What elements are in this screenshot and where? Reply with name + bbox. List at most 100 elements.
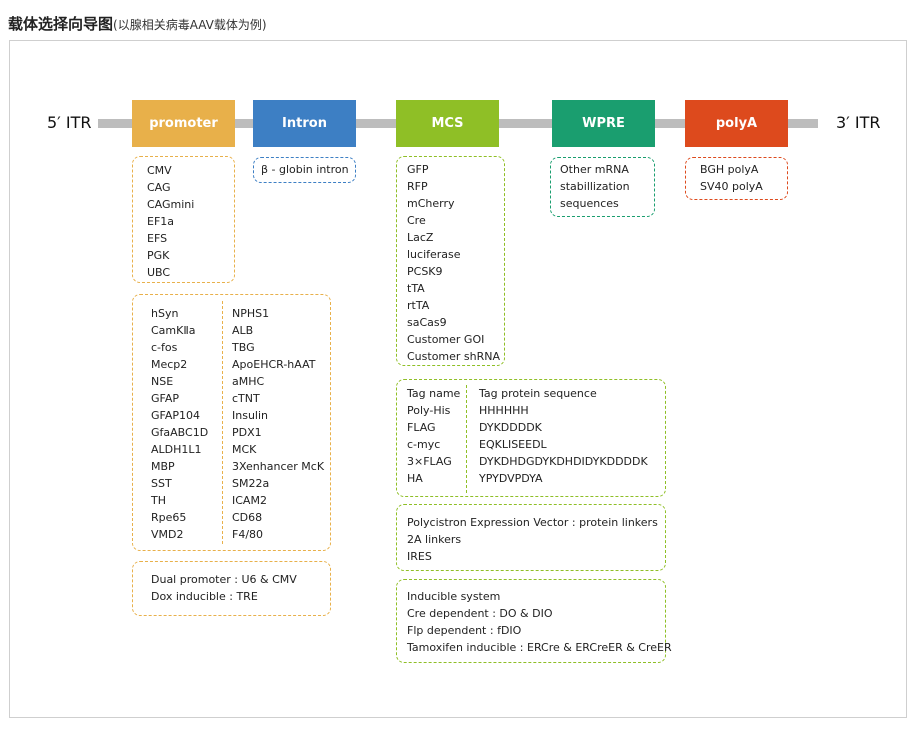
table-cell: YPYDVPDYA — [479, 472, 543, 485]
mcs-genes-box: GFP RFP mCherry Cre LacZ luciferase PCSK… — [396, 156, 505, 366]
list-item: CamKⅡa — [151, 324, 196, 337]
list-item: F4/80 — [232, 528, 264, 541]
element-promoter: promoter — [132, 100, 235, 147]
list-item: 3Xenhancer McK — [232, 460, 325, 473]
list-item: EFS — [147, 232, 168, 245]
element-wpre: WPRE — [552, 100, 655, 147]
polycistron-box: Polycistron Expression Vector : protein … — [396, 504, 666, 571]
list-item: c-fos — [151, 341, 178, 354]
list-item: LacZ — [407, 231, 434, 244]
list-item: Dox inducible : TRE — [151, 590, 258, 603]
list-item: NPHS1 — [232, 307, 270, 320]
list-item: aMHC — [232, 375, 265, 388]
list-item: SST — [151, 477, 172, 490]
polya-box: BGH polyA SV40 polyA — [685, 157, 788, 200]
list-item: saCas9 — [407, 316, 447, 329]
list-item: NSE — [151, 375, 174, 388]
inducible-box: Inducible system Cre dependent : DO & DI… — [396, 579, 672, 663]
list-item: mCherry — [407, 197, 455, 210]
tag-sequence-column: Tag protein sequence HHHHHH DYKDDDDK EQK… — [479, 385, 648, 487]
list-item: MBP — [151, 460, 175, 473]
list-item: CAG — [147, 181, 171, 194]
diagram-frame — [9, 40, 907, 718]
table-cell: HA — [407, 472, 423, 485]
itr-3-label: 3′ ITR — [836, 113, 881, 132]
table-header: Tag protein sequence — [479, 387, 597, 400]
table-cell: DYKDHDGDYKDHDIDYKDDDDK — [479, 455, 648, 468]
list-item: ApoEHCR-hAAT — [232, 358, 316, 371]
list-item: β - globin intron — [261, 163, 349, 176]
list-item: Mecp2 — [151, 358, 188, 371]
list-item: cTNT — [232, 392, 260, 405]
list-item: sequences — [560, 197, 619, 210]
table-cell: HHHHHH — [479, 404, 529, 417]
list-item: hSyn — [151, 307, 179, 320]
list-item: Dual promoter : U6 & CMV — [151, 573, 297, 586]
table-cell: EQKLISEEDL — [479, 438, 547, 451]
element-mcs: MCS — [396, 100, 499, 147]
list-item: tTA — [407, 282, 425, 295]
page-title: 载体选择向导图(以腺相关病毒AAV载体为例) — [8, 14, 267, 35]
page-title-main: 载体选择向导图 — [8, 15, 114, 33]
list-item: CAGmini — [147, 198, 195, 211]
promoter-specific-box: hSyn CamKⅡa c-fos Mecp2 NSE GFAP GFAP104… — [132, 294, 331, 551]
list-item: UBC — [147, 266, 171, 279]
list-item: Insulin — [232, 409, 269, 422]
list-item: Polycistron Expression Vector : protein … — [407, 516, 658, 529]
list-item: VMD2 — [151, 528, 184, 541]
promoter-specific-left-column: hSyn CamKⅡa c-fos Mecp2 NSE GFAP GFAP104… — [151, 305, 208, 543]
list-item: Cre dependent : DO & DIO — [407, 607, 553, 620]
list-item: GFAP — [151, 392, 179, 405]
column-divider — [222, 301, 223, 544]
wpre-box: Other mRNA stabillization sequences — [550, 157, 655, 217]
list-item: stabillization — [560, 180, 630, 193]
table-cell: 3×FLAG — [407, 455, 452, 468]
list-item: Cre — [407, 214, 426, 227]
list-item: TBG — [232, 341, 255, 354]
page-title-sub: (以腺相关病毒AAV载体为例) — [113, 18, 267, 32]
list-item: 2A linkers — [407, 533, 462, 546]
tag-name-column: Tag name Poly-His FLAG c-myc 3×FLAG HA — [407, 385, 460, 487]
element-intron: Intron — [253, 100, 356, 147]
list-item: GFP — [407, 163, 429, 176]
promoter-common-box: CMV CAG CAGmini EF1a EFS PGK UBC — [132, 156, 235, 283]
itr-5-label: 5′ ITR — [47, 113, 92, 132]
table-cell: Poly-His — [407, 404, 451, 417]
tag-table-box: Tag name Poly-His FLAG c-myc 3×FLAG HA T… — [396, 379, 666, 497]
list-item: PCSK9 — [407, 265, 443, 278]
list-item: Customer GOI — [407, 333, 485, 346]
list-item: Flp dependent : fDIO — [407, 624, 522, 637]
list-item: SV40 polyA — [700, 180, 763, 193]
list-item: EF1a — [147, 215, 175, 228]
column-divider — [466, 385, 467, 493]
intron-box: β - globin intron — [253, 157, 356, 183]
table-header: Tag name — [407, 387, 461, 400]
table-cell: DYKDDDDK — [479, 421, 542, 434]
list-item: ALB — [232, 324, 254, 337]
list-item: ICAM2 — [232, 494, 267, 507]
list-item: GfaABC1D — [151, 426, 209, 439]
list-item: PDX1 — [232, 426, 262, 439]
list-item: rtTA — [407, 299, 430, 312]
list-item: Inducible system — [407, 590, 501, 603]
list-item: ALDH1L1 — [151, 443, 202, 456]
list-item: BGH polyA — [700, 163, 759, 176]
list-item: CMV — [147, 164, 172, 177]
list-item: CD68 — [232, 511, 263, 524]
table-cell: c-myc — [407, 438, 441, 451]
list-item: SM22a — [232, 477, 270, 490]
list-item: IRES — [407, 550, 432, 563]
list-item: Rpe65 — [151, 511, 187, 524]
promoter-dual-box: Dual promoter : U6 & CMV Dox inducible :… — [132, 561, 331, 616]
promoter-specific-right-column: NPHS1 ALB TBG ApoEHCR-hAAT aMHC cTNT Ins… — [232, 305, 324, 543]
list-item: TH — [151, 494, 166, 507]
table-cell: FLAG — [407, 421, 436, 434]
list-item: luciferase — [407, 248, 461, 261]
list-item: GFAP104 — [151, 409, 200, 422]
list-item: Tamoxifen inducible : ERCre & ERCreER & … — [407, 641, 672, 654]
list-item: MCK — [232, 443, 257, 456]
list-item: Other mRNA — [560, 163, 629, 176]
list-item: PGK — [147, 249, 170, 262]
list-item: RFP — [407, 180, 428, 193]
element-polya: polyA — [685, 100, 788, 147]
